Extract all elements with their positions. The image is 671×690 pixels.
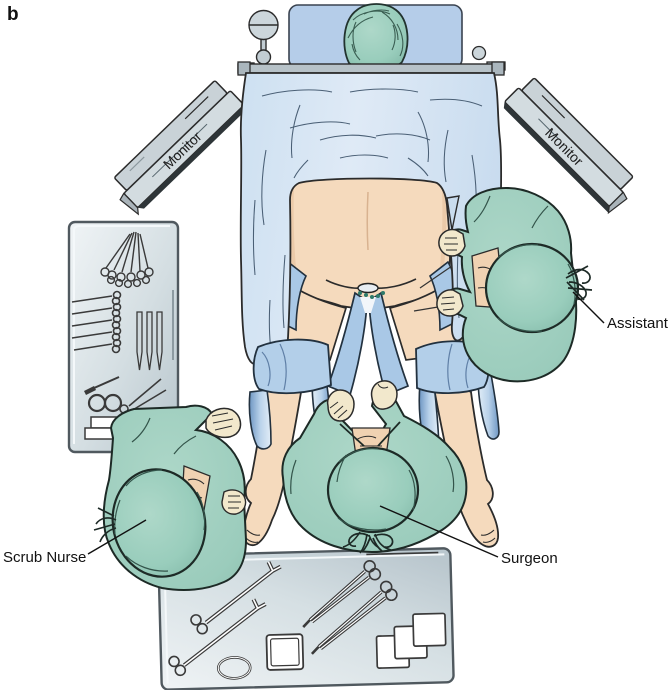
svg-text:Assistant: Assistant (607, 315, 669, 332)
svg-text:b: b (7, 4, 19, 25)
svg-text:Scrub Nurse: Scrub Nurse (3, 549, 86, 566)
svg-text:Surgeon: Surgeon (501, 550, 558, 567)
